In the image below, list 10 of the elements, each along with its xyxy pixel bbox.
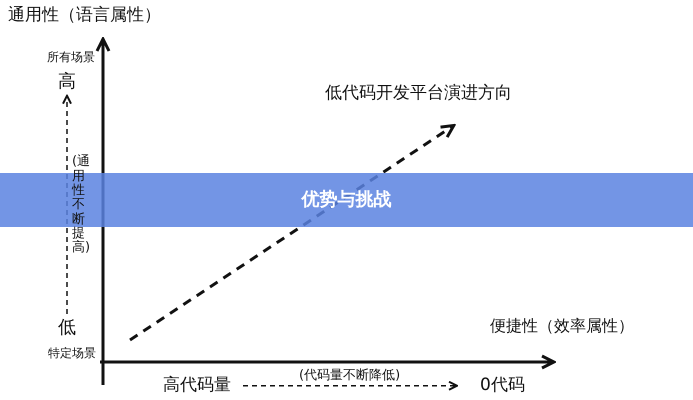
axis-title: 通用性（语言属性） xyxy=(8,6,161,26)
axis-value-label: 低 xyxy=(58,318,76,339)
axis-value-label: 高代码量 xyxy=(163,376,231,396)
edge-label: (代码量不断降低) xyxy=(299,368,400,384)
axis-value-label: 0代码 xyxy=(480,376,525,396)
axis-title: 便捷性（效率属性） xyxy=(490,317,634,336)
axis-end-label: 所有场景 xyxy=(47,51,95,65)
trend-label: 低代码开发平台演进方向 xyxy=(325,84,512,104)
axis-end-label: 特定场景 xyxy=(48,347,96,361)
axis-value-label: 高 xyxy=(58,72,76,93)
